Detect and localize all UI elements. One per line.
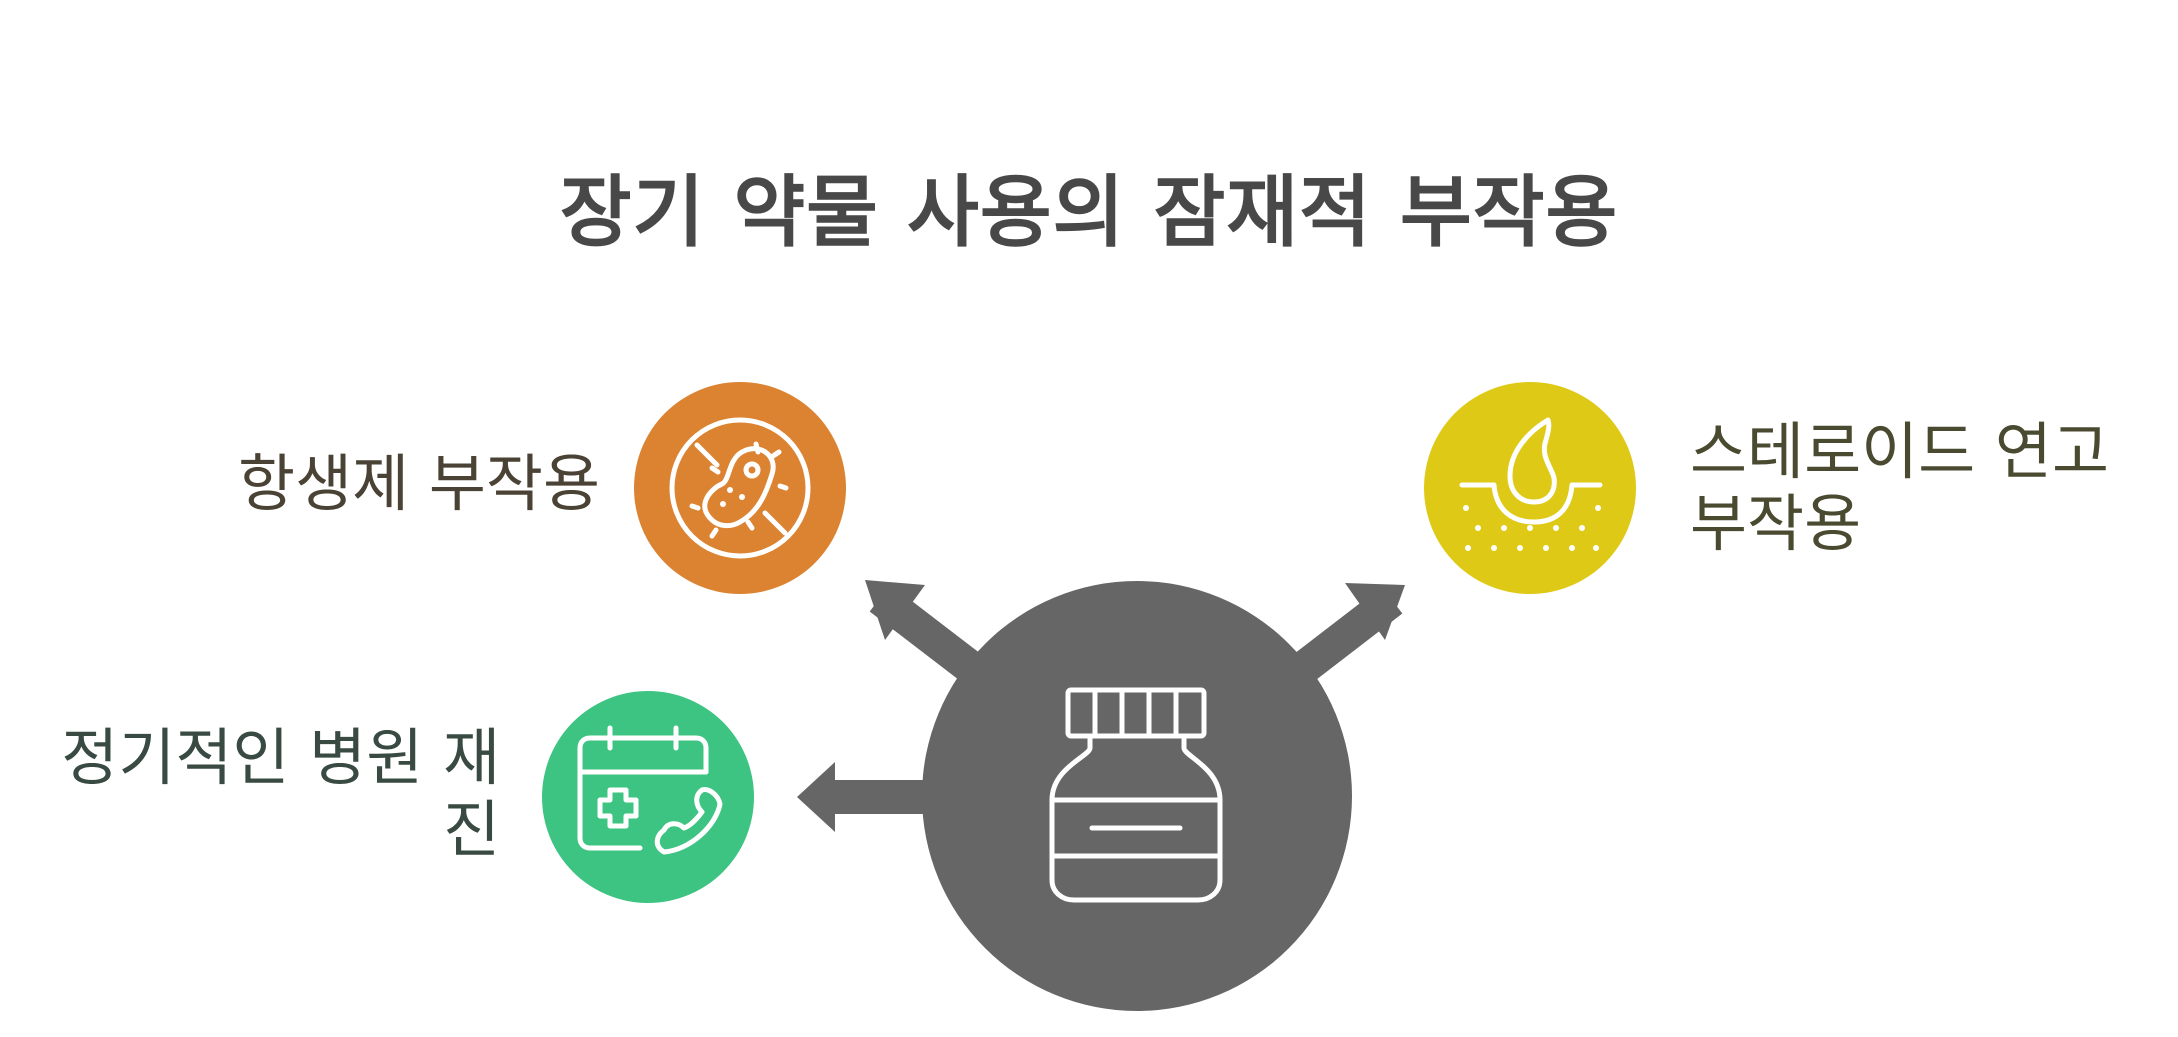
center-hub <box>922 581 1352 1011</box>
diagram-title: 장기 약물 사용의 잠재적 부작용 <box>559 168 1619 258</box>
steroid-ointment-node <box>1424 382 1636 594</box>
skin-droplet-icon <box>1459 417 1603 551</box>
calendar-medical-phone-icon <box>577 725 723 855</box>
steroid-ointment-side-effect-label: 스테로이드 연고 부작용 <box>1690 415 2109 560</box>
regular-hospital-visit-label: 정기적인 병원 재진 <box>61 721 500 866</box>
medicine-bottle-icon <box>1049 687 1223 903</box>
antibiotic-side-effect-label: 항생제 부작용 <box>238 447 600 520</box>
bacteria-prohibited-icon <box>669 417 811 559</box>
antibiotic-node <box>634 382 846 594</box>
hospital-visit-node <box>542 691 754 903</box>
